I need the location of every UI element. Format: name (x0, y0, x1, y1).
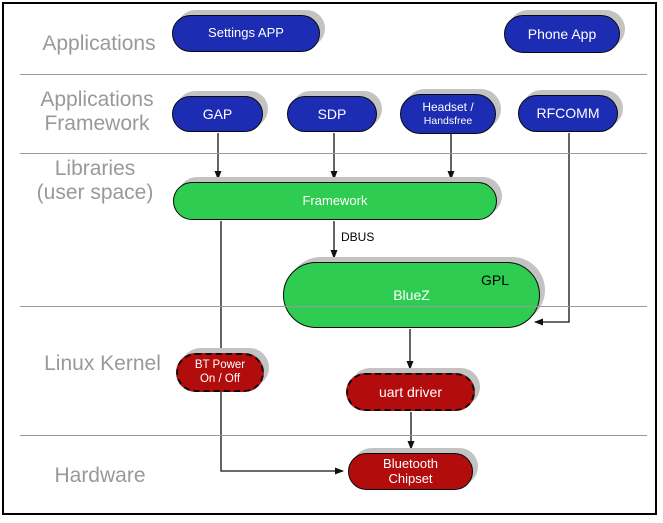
layer-label-applications-framework-line1: Applications (40, 88, 154, 111)
gpl-note: GPL (480, 272, 509, 288)
node-framework: Framework (173, 182, 497, 220)
node-bluez: GPL BlueZ (283, 262, 540, 328)
node-bluetooth-chipset-line1: Bluetooth (383, 455, 438, 471)
node-sdp: SDP (287, 96, 377, 132)
node-bluetooth-chipset-line2: Chipset (388, 470, 433, 486)
node-bt-power-line2: On / Off (199, 372, 241, 385)
node-bluetooth-chipset: Bluetooth Chipset (348, 453, 473, 490)
layer-label-applications-framework-line2: Framework (44, 112, 150, 136)
divider-libraries (20, 306, 647, 307)
layer-label-libraries: Libraries (user space) (10, 157, 180, 205)
arrow-rfcomm-to-bluez (534, 133, 570, 326)
dbus-label: DBUS (341, 230, 375, 244)
diagram-border (2, 2, 657, 515)
arrow-framework-to-chipset (220, 221, 344, 475)
node-uart-driver-label: uart driver (378, 383, 443, 400)
node-bt-power-line1: BT Power (194, 359, 246, 372)
layer-label-applications-framework: Applications Framework (18, 88, 176, 136)
node-headset-line2: Handsfree (423, 114, 473, 127)
node-headset-handsfree: Headset / Handsfree (400, 94, 496, 134)
node-rfcomm: RFCOMM (518, 95, 618, 132)
node-framework-label: Framework (302, 192, 368, 208)
divider-kernel (20, 435, 647, 436)
node-uart-driver: uart driver (346, 373, 475, 411)
node-rfcomm-label: RFCOMM (536, 105, 600, 122)
node-settings-app-label: Settings APP (208, 25, 284, 41)
layer-label-hardware: Hardware (54, 464, 146, 487)
layer-label-libraries-line2: (user space) (36, 181, 154, 205)
node-phone-app-label: Phone App (527, 25, 597, 42)
node-settings-app: Settings APP (172, 15, 320, 52)
node-bt-power: BT Power On / Off (176, 353, 264, 392)
node-headset-line1: Headset / (422, 100, 474, 115)
node-gap-label: GAP (202, 105, 233, 122)
layer-label-linux-kernel: Linux Kernel (44, 352, 161, 375)
node-sdp-label: SDP (317, 105, 347, 122)
divider-applications (20, 74, 647, 75)
node-phone-app: Phone App (504, 15, 620, 53)
node-gap: GAP (172, 96, 263, 132)
layer-label-applications: Applications (42, 32, 156, 55)
layer-label-libraries-line1: Libraries (54, 157, 136, 180)
divider-app-framework (20, 153, 647, 154)
node-bluez-label: BlueZ (393, 286, 430, 303)
